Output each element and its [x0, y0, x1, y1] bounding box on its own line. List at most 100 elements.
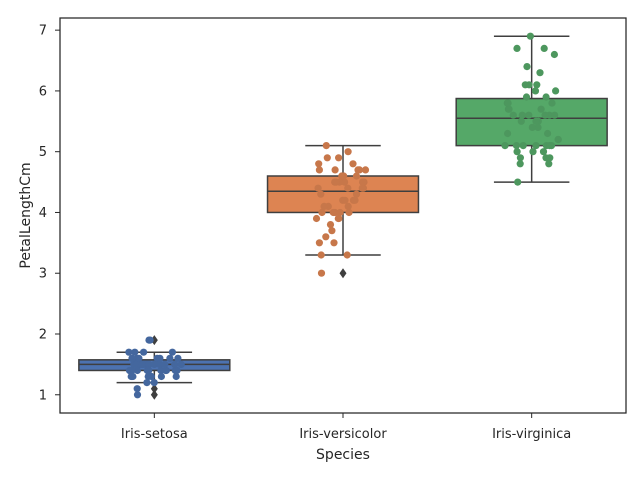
data-point: [519, 142, 527, 150]
data-point: [505, 105, 513, 113]
data-point: [336, 208, 344, 217]
data-point: [168, 348, 176, 356]
data-point: [545, 160, 553, 168]
data-point: [516, 154, 525, 162]
data-point: [540, 44, 548, 53]
data-point: [516, 160, 524, 168]
data-point: [145, 360, 153, 368]
data-point: [157, 372, 165, 381]
data-point: [135, 354, 143, 362]
data-point: [171, 360, 179, 368]
data-point: [550, 50, 559, 59]
data-point: [554, 135, 562, 144]
data-point: [133, 385, 141, 393]
data-point: [358, 184, 366, 192]
data-point: [343, 251, 351, 259]
outlier-marker: [150, 389, 158, 400]
data-point: [322, 142, 330, 150]
data-point: [528, 123, 536, 131]
data-point: [531, 87, 540, 95]
data-point: [546, 142, 554, 150]
data-point: [156, 354, 164, 362]
y-tick-label: 3: [39, 267, 47, 282]
data-point: [345, 208, 353, 217]
data-point: [128, 366, 136, 375]
data-point: [534, 123, 542, 131]
outlier-marker: [150, 383, 158, 394]
x-axis-title: Species: [316, 447, 370, 463]
data-point: [351, 196, 359, 204]
box-group-iris-virginica: [455, 35, 608, 183]
data-point: [172, 372, 180, 381]
y-tick-label: 4: [39, 206, 47, 221]
data-point: [512, 142, 521, 150]
data-point: [144, 366, 152, 375]
data-point: [323, 154, 331, 162]
data-point: [172, 366, 180, 375]
data-point: [133, 366, 141, 375]
data-point: [539, 148, 548, 156]
data-point: [552, 87, 560, 95]
data-point: [522, 93, 531, 101]
data-point: [544, 129, 552, 138]
data-point: [133, 360, 141, 368]
data-point: [329, 208, 337, 217]
data-point: [532, 117, 540, 125]
data-point: [533, 81, 541, 89]
data-point: [344, 148, 352, 156]
data-point: [145, 336, 153, 344]
data-point: [131, 348, 139, 356]
data-point: [162, 366, 170, 375]
data-point: [341, 178, 349, 186]
strip-points-iris-versicolor: [312, 142, 370, 277]
data-point: [330, 239, 338, 247]
data-point: [352, 190, 361, 198]
data-point: [320, 202, 328, 210]
data-point: [177, 360, 185, 368]
y-axis-title: PetalLengthCm: [18, 162, 34, 268]
strip-points-iris-virginica: [501, 32, 562, 186]
data-point: [344, 202, 352, 210]
data-point: [541, 111, 549, 119]
data-point: [344, 184, 352, 192]
data-point: [352, 172, 361, 180]
data-point: [340, 172, 348, 180]
data-point: [529, 148, 537, 156]
data-point: [128, 354, 136, 362]
data-point: [514, 178, 522, 186]
data-point: [349, 160, 357, 168]
data-point: [174, 354, 182, 362]
data-point: [546, 154, 554, 162]
data-point: [150, 360, 158, 368]
data-point: [140, 348, 148, 356]
y-tick-label: 1: [39, 388, 47, 403]
data-point: [504, 99, 512, 107]
data-point: [150, 379, 158, 387]
data-point: [138, 360, 146, 368]
data-point: [518, 111, 526, 119]
data-point: [322, 233, 330, 241]
data-point: [354, 166, 362, 174]
plot-area: [78, 32, 608, 400]
data-point: [326, 221, 335, 229]
outlier-marker: [339, 268, 347, 279]
data-point: [156, 360, 164, 368]
data-point: [359, 178, 367, 186]
data-point: [509, 111, 517, 119]
data-point: [548, 99, 556, 107]
data-point: [314, 184, 322, 192]
data-point: [513, 148, 521, 156]
data-point: [521, 81, 529, 89]
data-point: [341, 196, 349, 204]
data-point: [504, 129, 512, 138]
data-point: [361, 166, 370, 174]
data-point: [523, 63, 531, 71]
data-point: [312, 214, 321, 223]
data-point: [542, 93, 550, 101]
data-point: [125, 348, 133, 356]
data-point: [328, 227, 336, 235]
y-tick-label: 6: [39, 84, 47, 99]
data-point: [143, 379, 151, 387]
